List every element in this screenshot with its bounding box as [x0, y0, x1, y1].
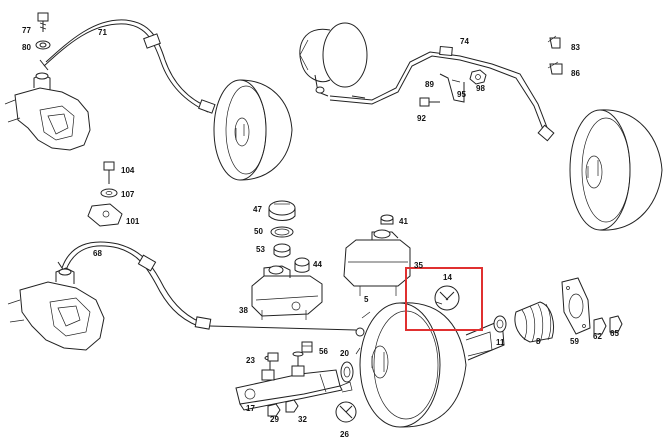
- bolt-56: [301, 341, 313, 353]
- label-74: 74: [460, 37, 469, 46]
- label-56: 56: [319, 347, 328, 356]
- seal-50: [270, 226, 294, 238]
- wrench-14: [434, 285, 460, 311]
- brake-disc-top-left: [213, 79, 293, 181]
- brake-hose-71: [39, 19, 216, 114]
- label-11: 11: [496, 338, 505, 347]
- label-47: 47: [253, 205, 262, 214]
- plate-59: [561, 277, 591, 335]
- bolt-77: [37, 12, 49, 32]
- label-77: 77: [22, 26, 31, 35]
- reservoir-38: [251, 265, 323, 320]
- bolt-104: [103, 161, 115, 184]
- washer-80: [35, 40, 51, 50]
- label-5: 5: [364, 295, 369, 304]
- clip-86: [547, 61, 563, 75]
- label-89: 89: [425, 80, 434, 89]
- nut-62: [593, 317, 607, 335]
- label-107: 107: [121, 190, 135, 199]
- label-65: 65: [610, 329, 619, 338]
- label-32: 32: [298, 415, 307, 424]
- label-92: 92: [417, 114, 426, 123]
- label-29: 29: [270, 415, 279, 424]
- boot-8: [514, 301, 554, 343]
- caliper-bottom-left: [7, 267, 105, 351]
- label-8: 8: [536, 337, 541, 346]
- drum-unit-top: [299, 22, 368, 97]
- label-98: 98: [476, 84, 485, 93]
- label-59: 59: [570, 337, 579, 346]
- label-20: 20: [340, 349, 349, 358]
- brake-line-74: [329, 45, 555, 142]
- bolt-92: [419, 97, 440, 107]
- cap-41: [380, 214, 394, 225]
- label-53: 53: [256, 245, 265, 254]
- label-80: 80: [22, 43, 31, 52]
- label-104: 104: [121, 166, 135, 175]
- brake-hose-68: [57, 241, 212, 330]
- bracket-89-95: [439, 73, 465, 103]
- clip-83: [547, 35, 561, 49]
- nut-29: [267, 403, 281, 417]
- plug-23: [267, 352, 279, 362]
- nut-11: [493, 315, 507, 333]
- washer-107: [100, 188, 118, 198]
- label-23: 23: [246, 356, 255, 365]
- highlight-box: [405, 267, 483, 331]
- bracket-101: [87, 203, 123, 227]
- label-26: 26: [340, 430, 349, 439]
- label-62: 62: [593, 332, 602, 341]
- label-86: 86: [571, 69, 580, 78]
- cap-47: [268, 200, 296, 221]
- reservoir-35: [343, 229, 411, 296]
- label-35: 35: [414, 261, 423, 270]
- master-cylinder-17: [235, 351, 353, 411]
- label-71: 71: [98, 28, 107, 37]
- label-50: 50: [254, 227, 263, 236]
- label-17: 17: [246, 404, 255, 413]
- caliper-top-left: [4, 72, 91, 151]
- nut-32: [285, 399, 299, 413]
- nut-98: [469, 69, 487, 85]
- seal-20: [340, 361, 354, 383]
- label-68: 68: [93, 249, 102, 258]
- label-101: 101: [126, 217, 140, 226]
- label-83: 83: [571, 43, 580, 52]
- grommet-44: [294, 257, 310, 273]
- brake-disc-right: [569, 109, 663, 231]
- nut-65: [609, 315, 623, 333]
- wrench-26: [335, 401, 357, 423]
- label-41: 41: [399, 217, 408, 226]
- label-14: 14: [443, 273, 452, 282]
- label-44: 44: [313, 260, 322, 269]
- label-95: 95: [457, 90, 466, 99]
- label-38: 38: [239, 306, 248, 315]
- seal-53: [273, 243, 291, 258]
